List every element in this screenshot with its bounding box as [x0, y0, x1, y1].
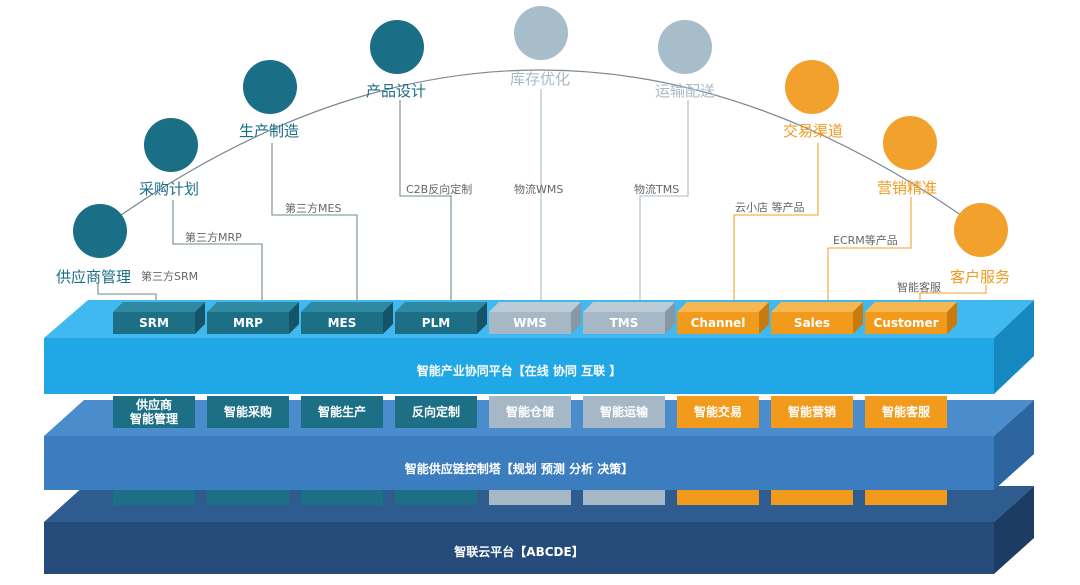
system-label-plm: C2B反向定制 — [406, 183, 473, 196]
connector-mrp — [172, 200, 263, 300]
node-label-inventory: 库存优化 — [510, 70, 571, 88]
layer3-peek-9 — [865, 488, 947, 505]
connector-customer — [919, 285, 987, 300]
layer1-module-mrp: MRP — [233, 316, 263, 330]
node-label-production: 生产制造 — [239, 122, 300, 140]
node-circle-production — [243, 60, 297, 114]
layer1-module-cube-9 — [865, 302, 957, 334]
cloud-platform-title: 智联云平台【ABCDE】 — [454, 545, 584, 559]
layer2-module-7: 智能交易 — [677, 396, 759, 428]
node-circle-channel — [785, 60, 839, 114]
node-label-marketing: 营销精准 — [877, 179, 938, 197]
layer1-module-channel: Channel — [690, 316, 746, 330]
layer2-module-8: 智能营销 — [771, 396, 853, 428]
layer1-module-cube-5 — [489, 302, 581, 334]
layer1-module-wms: WMS — [513, 316, 547, 330]
layer2-module-2: 智能采购 — [207, 396, 289, 428]
layer1-module-mes: MES — [327, 316, 357, 330]
layer1-module-cube-2 — [207, 302, 299, 334]
system-label-tms: 物流TMS — [634, 183, 680, 196]
layer1-module-cube-4 — [395, 302, 487, 334]
connector-srm — [97, 283, 157, 300]
node-circle-design — [370, 20, 424, 74]
connectors — [97, 89, 987, 300]
layer3-peek-5 — [489, 488, 571, 505]
node-circle-supplier — [73, 204, 127, 258]
layer1-module-sales: Sales — [793, 316, 831, 330]
system-label-wms: 物流WMS — [514, 183, 564, 196]
node-label-transport: 运输配送 — [655, 82, 716, 100]
layer2-module-5: 智能仓储 — [489, 396, 571, 428]
node-label-design: 产品设计 — [366, 82, 427, 100]
system-label-mrp: 第三方MRP — [185, 231, 242, 244]
layer2-module-6: 智能运输 — [583, 396, 665, 428]
layer2-module-3: 智能生产 — [301, 396, 383, 428]
system-label-channel: 云小店 等产品 — [735, 201, 805, 214]
layer2-module-1: 供应商 智能管理 — [113, 396, 195, 428]
layer3-peek-1 — [113, 488, 195, 505]
layer1-module-cube-1 — [113, 302, 205, 334]
layer1-module-cube-6 — [583, 302, 675, 334]
layer3-peek-6 — [583, 488, 665, 505]
layer3-peek-8 — [771, 488, 853, 505]
layer1-module-customer: Customer — [873, 316, 939, 330]
layer2-module-9: 智能客服 — [865, 396, 947, 428]
system-label-customer: 智能客服 — [897, 281, 941, 294]
node-circle-transport — [658, 20, 712, 74]
layer1-module-cube-3 — [301, 302, 393, 334]
connector-sales — [827, 197, 912, 300]
arch-curve — [99, 69, 983, 231]
node-label-channel: 交易渠道 — [783, 122, 844, 140]
layer3-peek-2 — [207, 488, 289, 505]
control-tower-title: 智能供应链控制塔【规划 预测 分析 决策】 — [404, 462, 634, 476]
layer3-peek-7 — [677, 488, 759, 505]
node-circle-inventory — [514, 6, 568, 60]
layer1-module-tms: TMS — [609, 316, 639, 330]
connector-tms — [639, 100, 689, 300]
node-circle-marketing — [883, 116, 937, 170]
system-label-srm: 第三方SRM — [141, 270, 199, 283]
node-circle-purchase — [144, 118, 198, 172]
node-circle-service — [954, 203, 1008, 257]
system-label-sales: ECRM等产品 — [833, 234, 898, 247]
node-label-supplier: 供应商管理 — [56, 268, 132, 286]
layer2-module-4: 反向定制 — [395, 396, 477, 428]
layer1-module-srm: SRM — [139, 316, 169, 330]
connector-channel — [733, 143, 819, 300]
collab-platform-title: 智能产业协同平台【在线 协同 互联 】 — [416, 364, 622, 378]
node-label-purchase: 采购计划 — [139, 180, 200, 198]
system-label-mes: 第三方MES — [285, 202, 342, 215]
layer3-peek-4 — [395, 488, 477, 505]
layer1-module-plm: PLM — [421, 316, 451, 330]
layer1-module-cube-8 — [771, 302, 863, 334]
connector-plm — [399, 100, 452, 300]
layer3-peek-3 — [301, 488, 383, 505]
layer1-module-cube-7 — [677, 302, 769, 334]
node-label-service: 客户服务 — [950, 268, 1011, 286]
connector-mes — [271, 143, 358, 300]
